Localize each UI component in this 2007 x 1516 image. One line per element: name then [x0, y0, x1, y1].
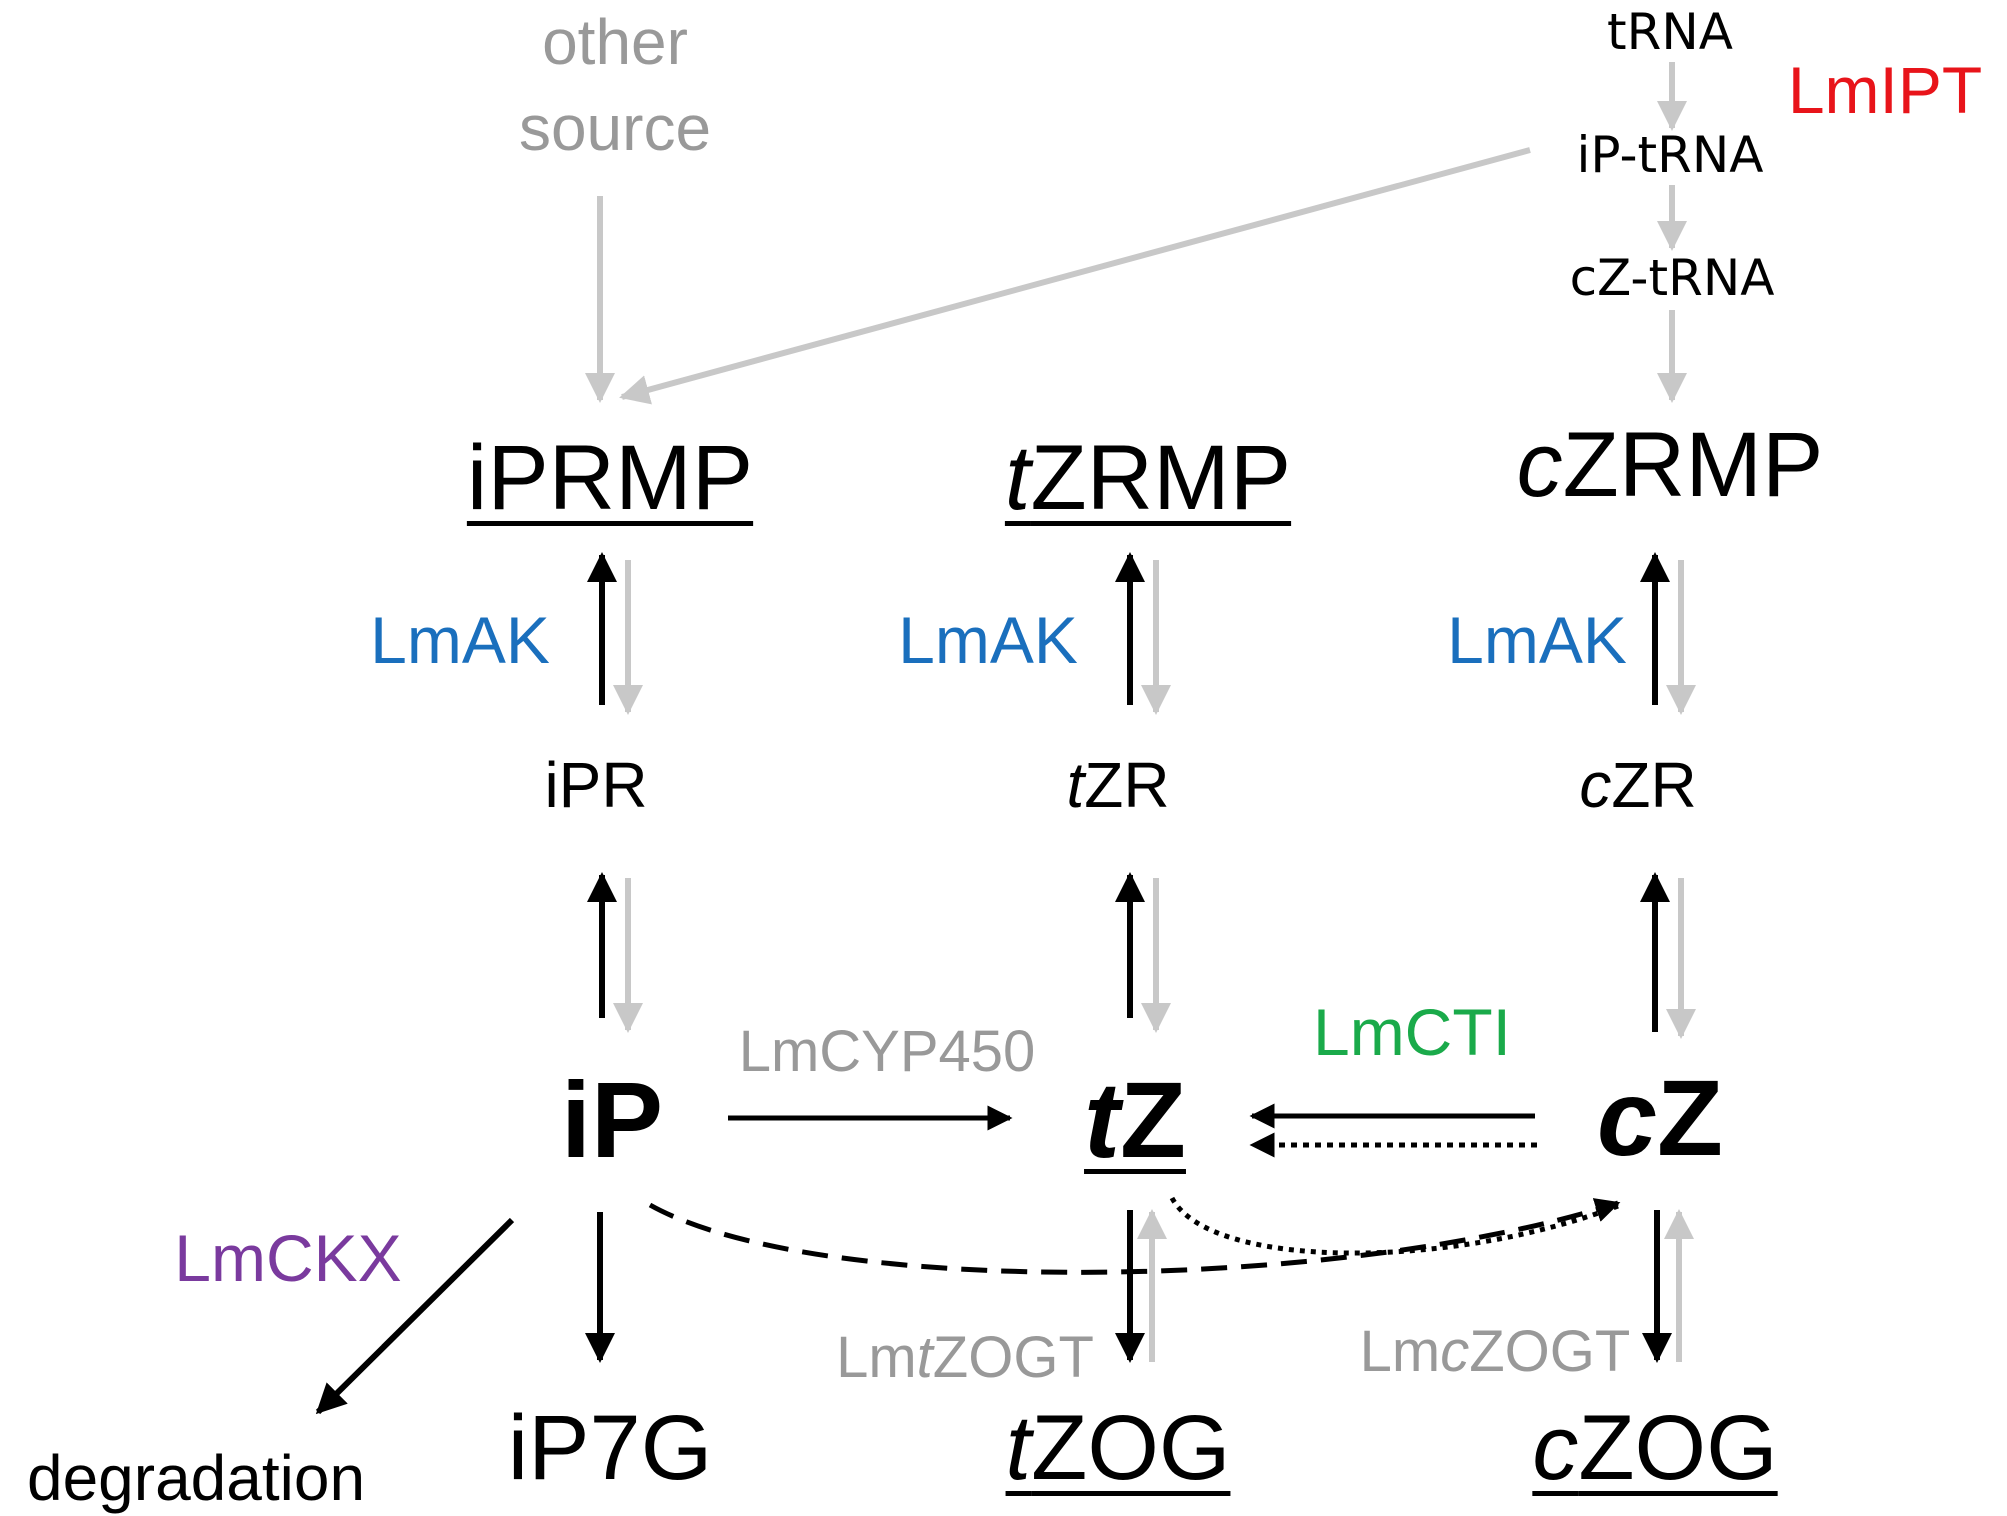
arrow-iptrna-to-iprmp: [619, 147, 1531, 405]
tzrmp-rest: ZRMP: [1030, 427, 1292, 529]
lmczogt-prefix: Lm: [1359, 1319, 1441, 1384]
lmcti-enzyme-label: LmCTI: [1313, 995, 1511, 1069]
tzr-label: tZR: [1066, 753, 1169, 817]
tz-rest: Z: [1119, 1059, 1186, 1180]
czrmp-label: cZRMP: [1517, 419, 1824, 511]
lmak-label-ip: LmAK: [370, 603, 550, 677]
lmtzogt-rest: ZOGT: [932, 1325, 1094, 1390]
tzrmp-label: tZRMP: [1005, 432, 1291, 524]
czrmp-prefix: c: [1516, 414, 1563, 516]
tz-label: tZ: [1084, 1066, 1186, 1174]
czr-rest: ZR: [1611, 749, 1697, 821]
czrmp-rest: ZRMP: [1562, 414, 1824, 516]
czr-prefix: c: [1579, 749, 1612, 821]
iprmp-label: iPRMP: [466, 427, 754, 529]
lmipt-enzyme-label: LmIPT: [1787, 53, 1983, 127]
degradation-label: degradation: [26, 1442, 366, 1514]
lmtzogt-italic: t: [916, 1325, 933, 1390]
cz-trna-label: cZ-tRNA: [1569, 249, 1775, 307]
lmczogt-enzyme-label: LmcZOGT: [1360, 1323, 1631, 1381]
czog-prefix: c: [1532, 1397, 1579, 1499]
czog-rest: ZOG: [1578, 1397, 1778, 1499]
ip-label: iP: [560, 1059, 664, 1180]
lmtzogt-enzyme-label: LmtZOGT: [836, 1329, 1094, 1387]
lmak-label-tz: LmAK: [898, 603, 1078, 677]
cz-rest: Z: [1657, 1057, 1724, 1178]
arrow-ip-to-cz-dashed: [648, 1198, 1621, 1275]
lmak-label-cz: LmAK: [1447, 603, 1627, 677]
ip7g-label: iP7G: [507, 1397, 713, 1499]
lmczogt-rest: ZOGT: [1469, 1319, 1631, 1384]
other-source-label-line2: source: [518, 92, 712, 164]
trna-label: tRNA: [1607, 3, 1733, 61]
cz-label: cZ: [1597, 1064, 1723, 1172]
ip-trna-label: iP-tRNA: [1576, 126, 1764, 184]
ipr-label: iPR: [544, 749, 648, 821]
tzog-prefix: t: [1005, 1397, 1032, 1499]
other-source-label-line1: other: [542, 6, 688, 78]
tzr-prefix: t: [1066, 749, 1085, 821]
lmczogt-italic: c: [1440, 1319, 1470, 1384]
lmckx-enzyme-label: LmCKX: [174, 1221, 402, 1295]
arrow-ip-to-degradation: [315, 1217, 515, 1415]
tz-prefix: t: [1084, 1059, 1120, 1180]
cz-prefix: c: [1596, 1057, 1658, 1178]
czr-label: cZR: [1579, 753, 1696, 817]
arrow-tz-to-cz-dotted: [1169, 1196, 1619, 1256]
tzrmp-prefix: t: [1004, 427, 1031, 529]
czog-label: cZOG: [1532, 1402, 1777, 1494]
lmtzogt-prefix: Lm: [836, 1325, 917, 1390]
tzog-rest: ZOG: [1031, 1397, 1231, 1499]
lmcyp450-enzyme-label: LmCYP450: [738, 1019, 1036, 1084]
tzr-rest: ZR: [1084, 749, 1170, 821]
tzog-label: tZOG: [1006, 1402, 1231, 1494]
